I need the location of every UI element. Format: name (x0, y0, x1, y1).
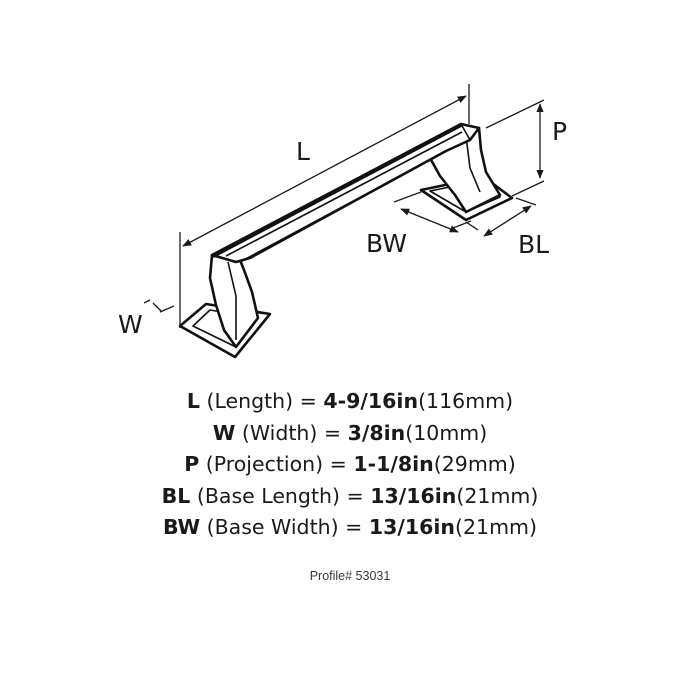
spec-width: W (Width) = 3/8in(10mm) (212, 420, 488, 445)
spec-base-length: BL (Base Length) = 13/16in(21mm) (161, 483, 539, 508)
projection-dimension: P (485, 99, 567, 197)
spec-projection: P (Projection) = 1-1/8in(29mm) (184, 452, 516, 476)
spec-length: L (Length) = 4-9/16in(116mm) (186, 389, 514, 413)
projection-label: P (552, 117, 567, 146)
spec-base-width: BW (Base Width) = 13/16in(21mm) (162, 515, 538, 539)
length-dimension: L (179, 84, 470, 328)
base-length-label: BL (518, 230, 549, 259)
length-label: L (296, 137, 310, 166)
width-dimension: W (118, 299, 175, 339)
base-width-label: BW (366, 229, 407, 258)
profile-number: Profile# 53031 (309, 569, 391, 583)
width-label: W (118, 310, 143, 339)
base-width-dimension: BW (366, 191, 472, 258)
pull-dimension-diagram: L W P BW BL (118, 84, 567, 359)
dimension-specifications: L (Length) = 4-9/16in(116mm) W (Width) =… (0, 386, 700, 544)
base-length-dimension: BL (465, 197, 549, 259)
